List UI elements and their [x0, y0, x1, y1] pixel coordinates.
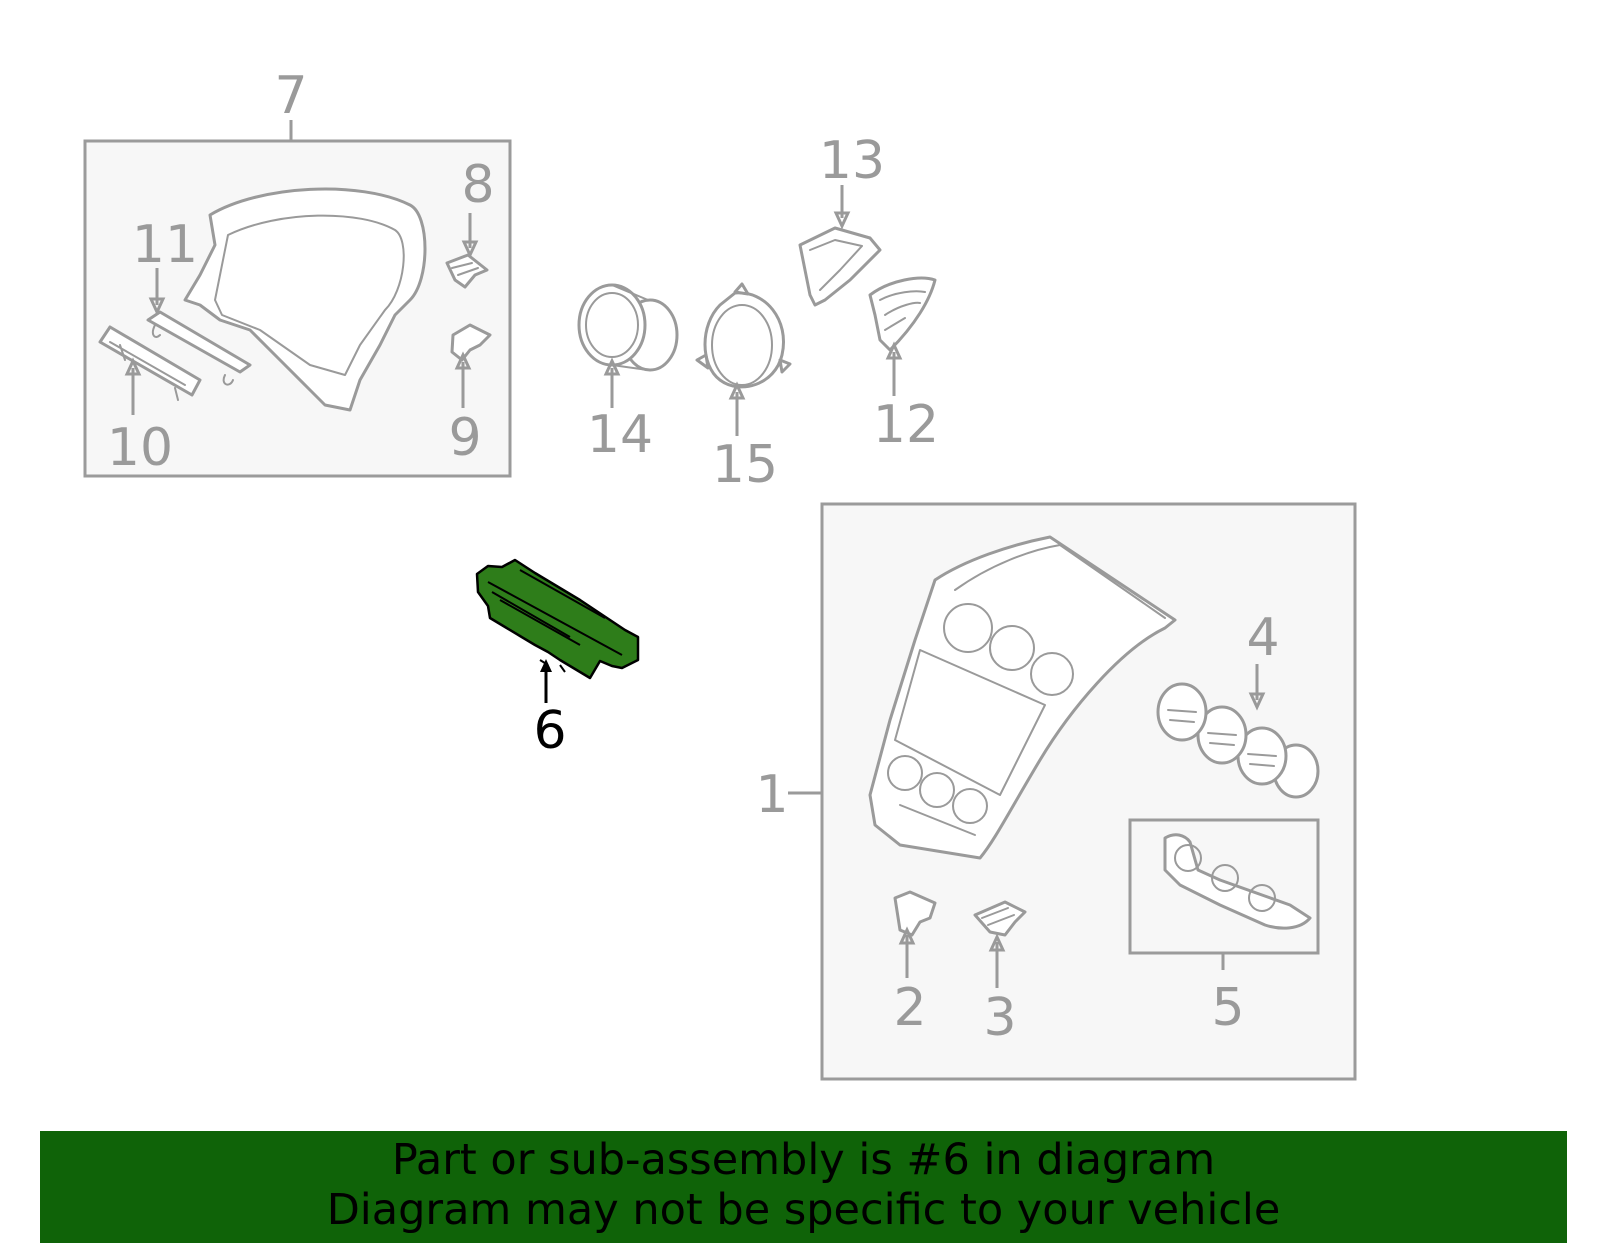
- part-1-center-panel[interactable]: [868, 535, 1177, 860]
- banner-line-1: Part or sub-assembly is #6 in diagram: [391, 1135, 1216, 1185]
- callout-6: 6: [533, 701, 566, 761]
- part-5-trim-plate[interactable]: [1163, 833, 1312, 930]
- callout-13: 13: [819, 131, 885, 191]
- part-2-bracket[interactable]: [893, 890, 937, 937]
- callout-14: 14: [587, 405, 653, 465]
- callout-3: 3: [983, 988, 1016, 1048]
- part-13-trim-piece[interactable]: [798, 226, 882, 307]
- callout-10: 10: [107, 418, 173, 478]
- callout-7: 7: [274, 66, 307, 126]
- part-3-clip[interactable]: [973, 900, 1027, 937]
- callout-5: 5: [1211, 978, 1244, 1038]
- part-6-control-module[interactable]: [475, 558, 640, 680]
- part-4-vent-assembly[interactable]: [1156, 682, 1320, 799]
- part-11-trim-strip[interactable]: [146, 310, 252, 386]
- info-banner: Part or sub-assembly is #6 in diagram Di…: [40, 1131, 1567, 1243]
- callout-8: 8: [461, 155, 494, 215]
- callout-2: 2: [893, 978, 926, 1038]
- part-8-clip[interactable]: [445, 253, 489, 289]
- part-12-vent-trim[interactable]: [868, 276, 937, 352]
- part-10-switch-panel[interactable]: [98, 325, 202, 401]
- callout-12: 12: [873, 395, 939, 455]
- callout-15: 15: [712, 435, 778, 495]
- part-14-gauge-ring[interactable]: [577, 283, 679, 372]
- callout-9: 9: [448, 408, 481, 468]
- part-15-gauge-bezel[interactable]: [695, 282, 792, 389]
- callout-11: 11: [132, 215, 198, 275]
- callout-4: 4: [1246, 608, 1279, 668]
- callout-1: 1: [755, 765, 788, 825]
- part-9-bracket[interactable]: [450, 323, 492, 362]
- banner-line-2: Diagram may not be specific to your vehi…: [326, 1185, 1281, 1235]
- part-7-cluster-bezel[interactable]: [183, 187, 427, 412]
